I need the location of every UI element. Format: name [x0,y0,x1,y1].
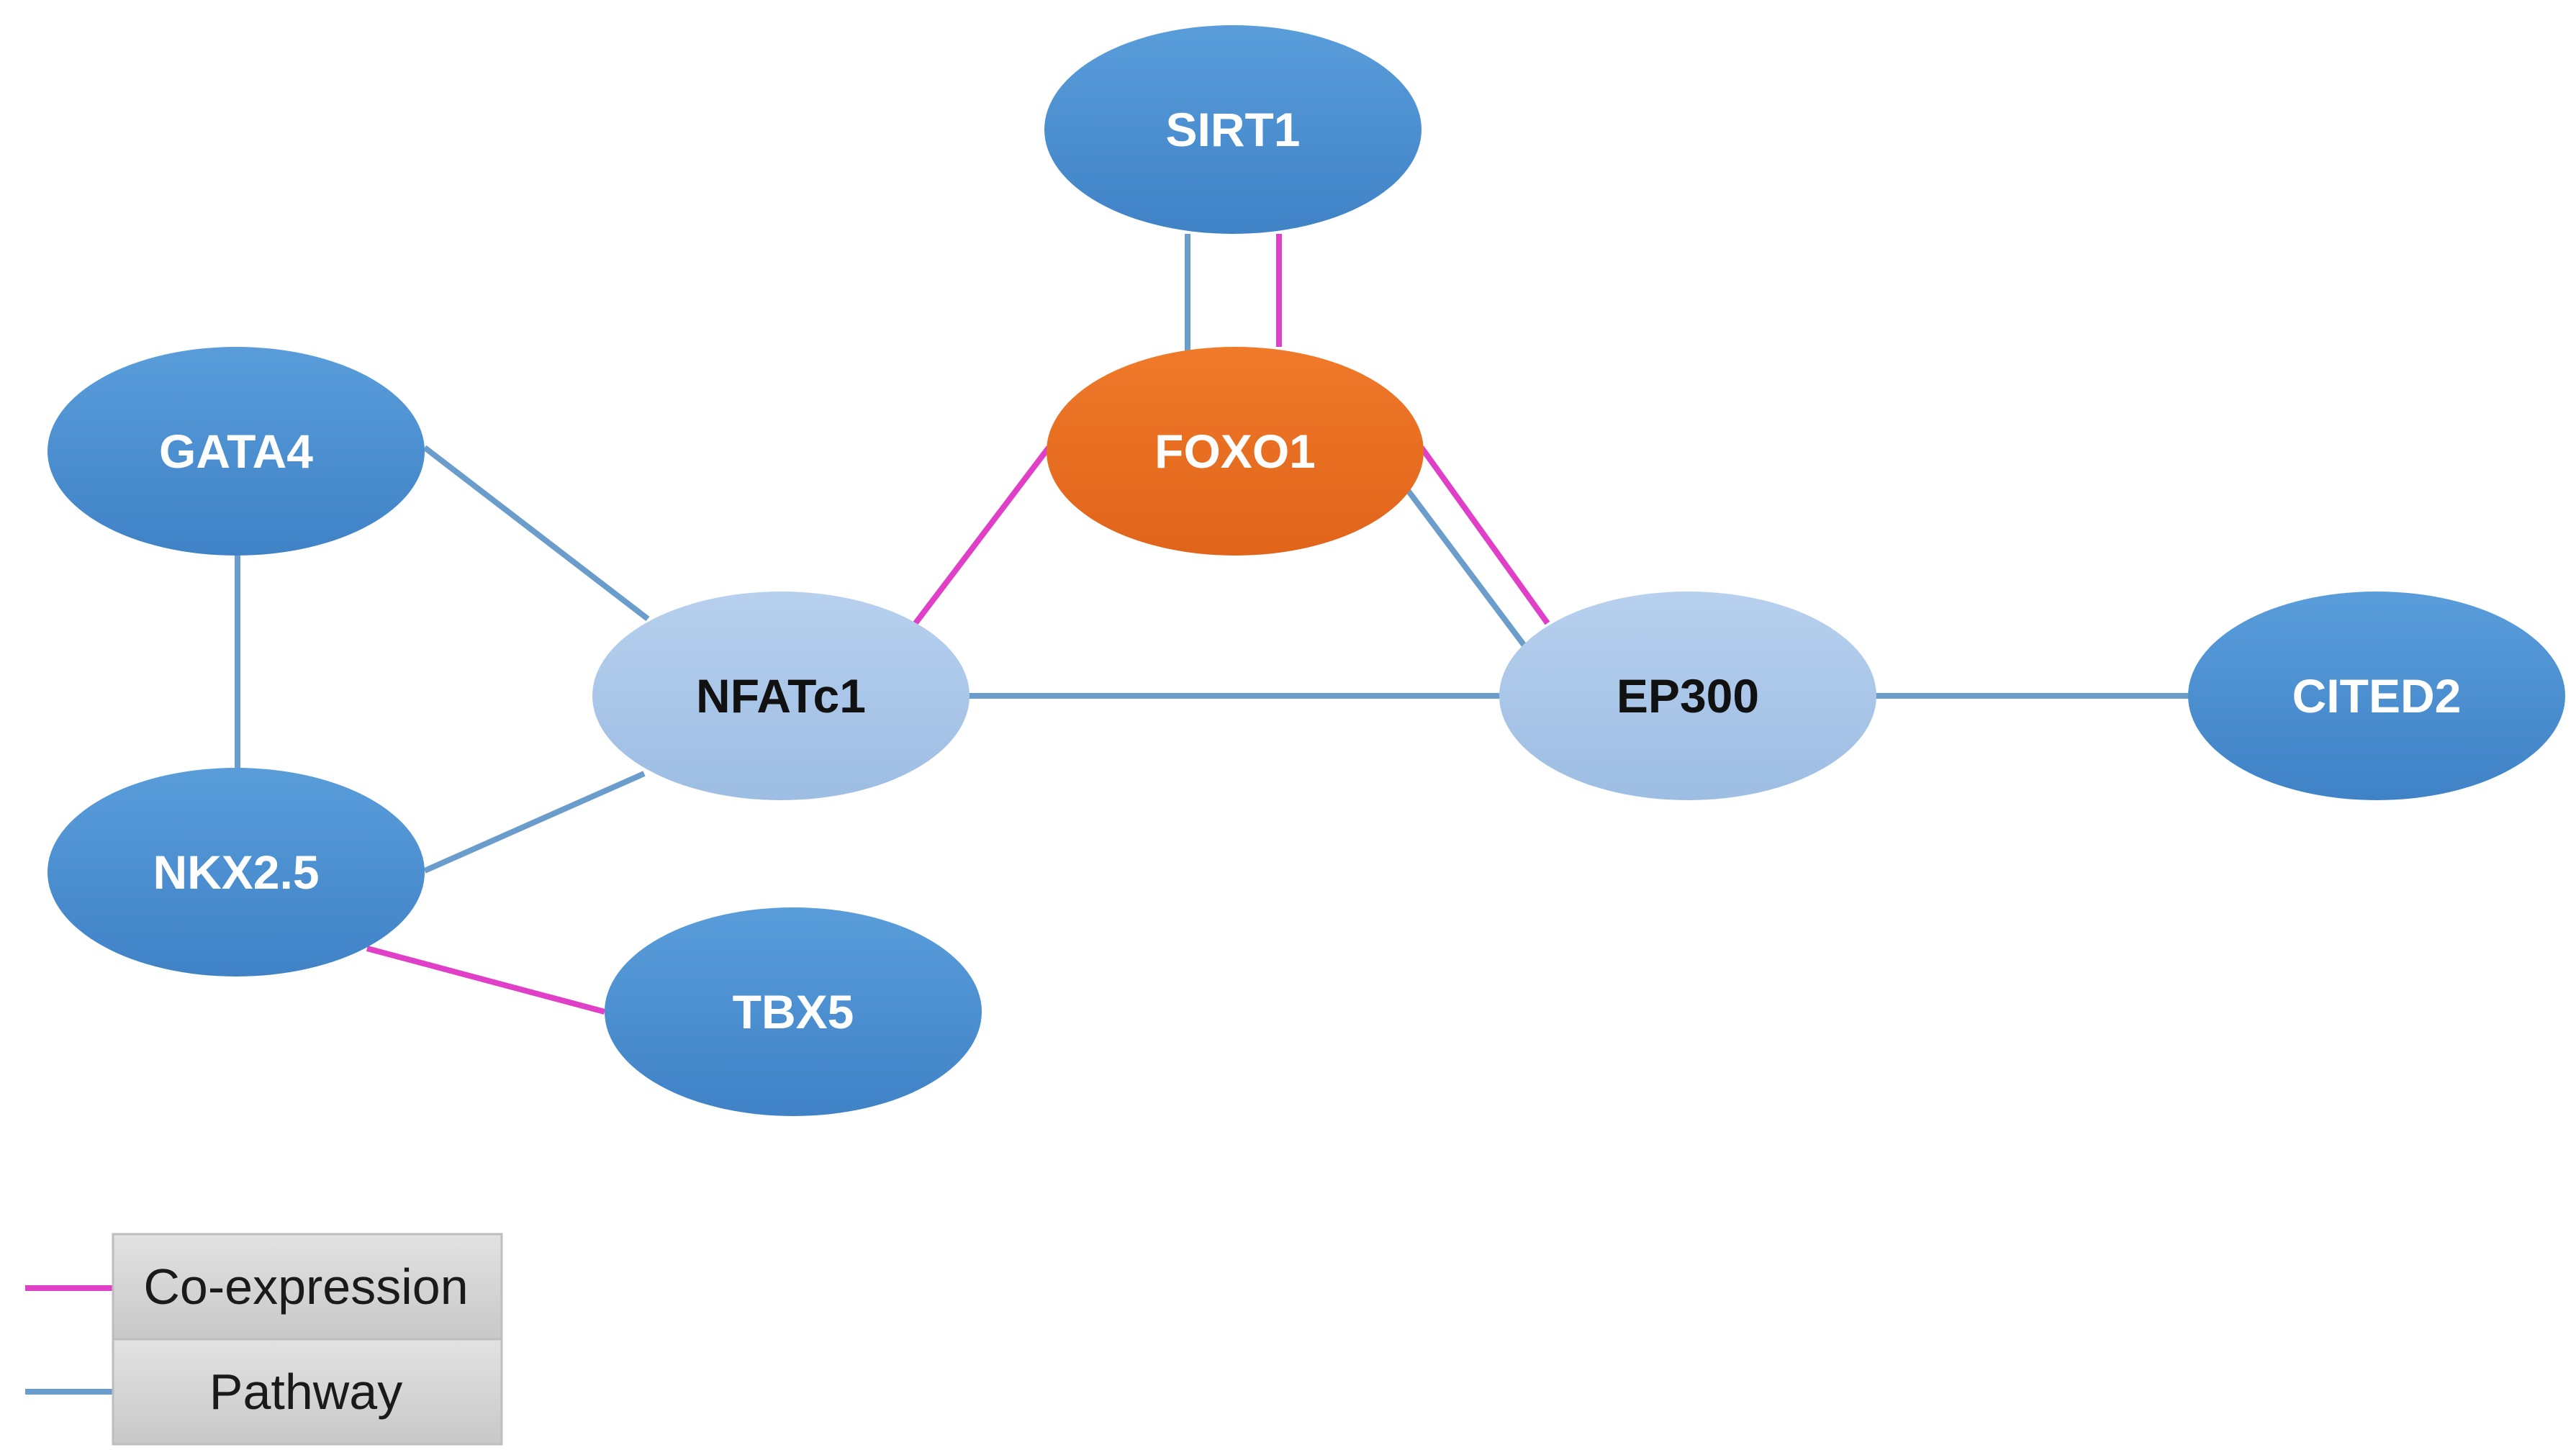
edges-layer [235,234,2192,1015]
legend-co-expression-label: Co-expression [143,1259,468,1315]
node-ep300-shape [1499,592,1876,800]
node-cited2-shape [2188,592,2565,800]
node-nkx25-label: NKX2.5 [153,846,319,899]
node-foxo1-label: FOXO1 [1154,425,1316,478]
edge-nfatc1-nkx25-pathway [423,771,646,874]
node-sirt1-label: SIRT1 [1165,103,1300,156]
node-nfatc1-label: NFATc1 [696,669,866,722]
node-foxo1-shape [1047,347,1424,556]
edge-foxo1-ep300-pathway [1404,487,1529,650]
node-cited2-label: CITED2 [2292,669,2462,722]
edge-nkx25-tbx5-coexpression [366,946,606,1015]
node-nkx25-shape [48,768,425,977]
edge-foxo1-ep300-coexpression [1419,445,1550,625]
edge-foxo1-nfatc1-coexpression [913,445,1052,625]
node-gata4-shape [48,347,425,556]
node-tbx5: TBX5 [605,907,982,1116]
node-ep300-label: EP300 [1617,669,1759,722]
node-nkx25: NKX2.5 [48,768,425,977]
legend-pathway-box [112,1338,503,1446]
node-foxo1: FOXO1 [1047,347,1424,556]
node-sirt1: SIRT1 [1044,25,1422,234]
node-cited2: CITED2 [2188,592,2565,800]
node-nfatc1: NFATc1 [592,592,970,800]
legend: Co-expression Pathway [25,1233,503,1446]
node-tbx5-shape [605,907,982,1116]
edge-gata4-nfatc1-pathway [422,445,650,622]
node-ep300: EP300 [1499,592,1876,800]
node-gata4-label: GATA4 [159,425,313,478]
node-gata4: GATA4 [48,347,425,556]
node-sirt1-shape [1044,25,1422,234]
node-nfatc1-shape [592,592,970,800]
node-tbx5-label: TBX5 [733,985,854,1038]
legend-pathway-label: Pathway [209,1364,402,1420]
